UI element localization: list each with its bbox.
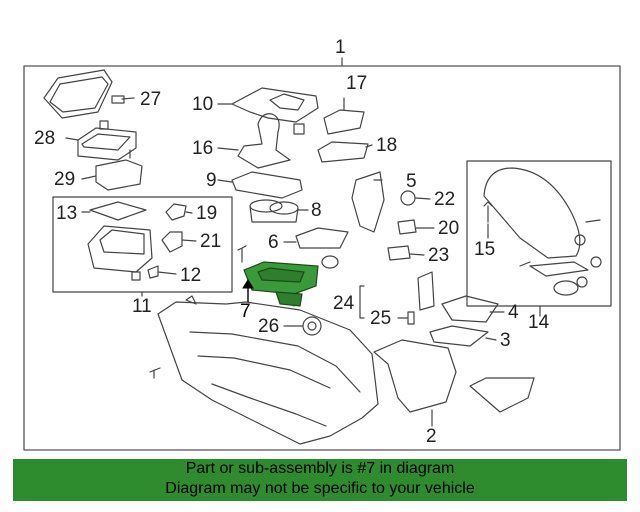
part-5-drawing [351, 171, 385, 233]
part-9-drawing [231, 171, 303, 199]
part-12-drawing [147, 265, 159, 279]
part-13-drawing [89, 201, 147, 221]
part-10-drawing [231, 87, 319, 135]
callout-17: 17 [346, 73, 368, 94]
part-6-drawing [295, 227, 349, 249]
part-7-highlight [243, 261, 319, 307]
callout-25: 25 [370, 308, 392, 329]
part-20-drawing [397, 219, 417, 235]
banner-line-2: Diagram may not be specific to your vehi… [165, 480, 475, 497]
callout-21: 21 [200, 231, 222, 252]
part-14-drawing [483, 167, 602, 296]
screw-left [237, 245, 247, 263]
callout-18: 18 [376, 135, 398, 156]
console-frame-drawing [157, 295, 379, 445]
callout-7: 7 [240, 301, 251, 322]
part-28-drawing [77, 120, 137, 161]
callout-11: 11 [132, 296, 152, 317]
part-6b-drawing [321, 255, 339, 269]
part-11-drawing [87, 225, 153, 273]
callout-15: 15 [474, 239, 496, 260]
part-15-drawing [483, 201, 493, 223]
screw-bottom [149, 367, 161, 379]
callout-16: 16 [192, 138, 214, 159]
callout-9: 9 [206, 170, 217, 191]
part-19-drawing [165, 203, 187, 221]
callout-6: 6 [268, 232, 279, 253]
part-21-drawing [161, 231, 183, 253]
part-27-drawing [43, 69, 125, 119]
callout-2: 2 [426, 426, 437, 447]
callout-8: 8 [311, 200, 322, 221]
callout-10: 10 [192, 94, 214, 115]
callout-5: 5 [406, 171, 417, 192]
part-29-drawing [95, 149, 143, 191]
part-23-drawing [387, 245, 411, 261]
callout-14: 14 [528, 312, 550, 333]
part-18-drawing [317, 141, 369, 163]
part-info-banner: Part or sub-assembly is #7 in diagram Di… [13, 459, 627, 501]
callout-26: 26 [258, 316, 280, 337]
callout-28: 28 [34, 128, 56, 149]
callout-3: 3 [500, 330, 511, 351]
callout-1: 1 [335, 37, 346, 58]
callout-27: 27 [140, 89, 162, 110]
callout-4: 4 [508, 302, 519, 323]
banner-line-1: Part or sub-assembly is #7 in diagram [185, 460, 455, 477]
part-16-drawing [237, 113, 291, 169]
part-3-drawing [429, 325, 489, 347]
part-2-drawing [373, 339, 535, 413]
part-4-drawing [441, 295, 499, 323]
callout-20: 20 [438, 218, 460, 239]
callout-12: 12 [180, 265, 202, 286]
bracket-24 [359, 285, 365, 319]
callout-24: 24 [333, 293, 355, 314]
callout-23: 23 [428, 245, 450, 266]
part-8-drawing [249, 199, 299, 223]
arrow-7 [242, 279, 254, 302]
part-17-drawing [323, 109, 365, 135]
callout-19: 19 [196, 203, 218, 224]
part-12b-drawing [131, 271, 141, 281]
callout-13: 13 [56, 203, 78, 224]
callout-22: 22 [434, 189, 456, 210]
part-24-drawing [417, 271, 435, 311]
part-25-drawing [407, 311, 415, 325]
callout-29: 29 [54, 169, 76, 190]
diagram-frame [23, 65, 621, 451]
box-14 [466, 160, 612, 307]
part-22-drawing [400, 190, 416, 206]
